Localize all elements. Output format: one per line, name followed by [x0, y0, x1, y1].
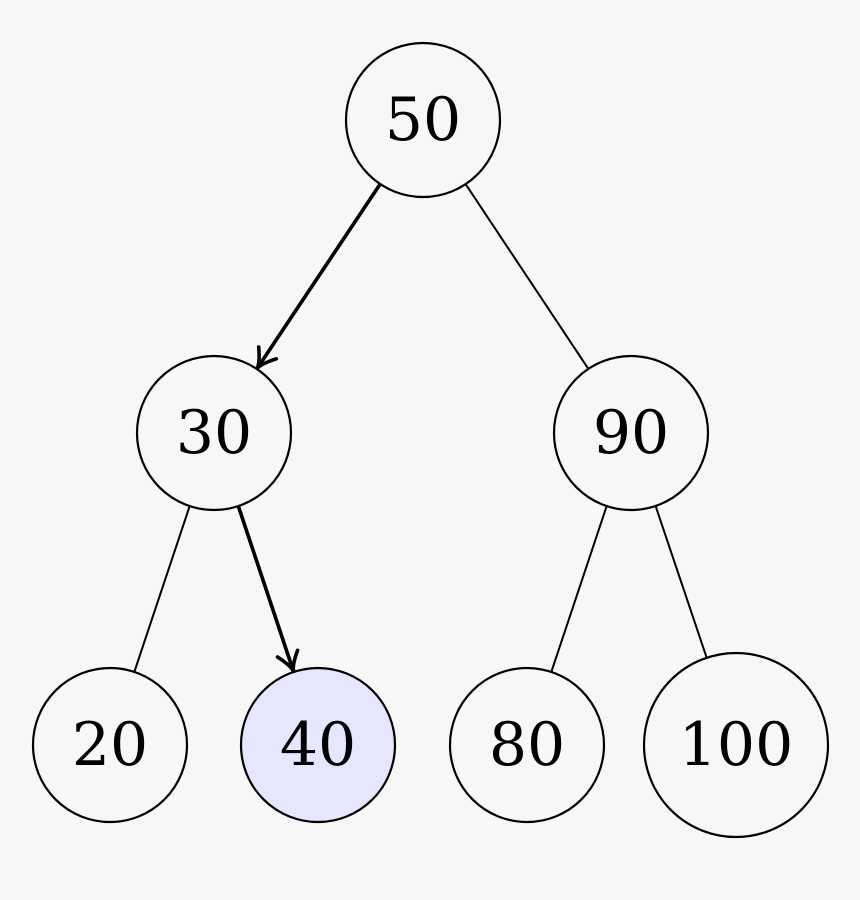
tree-node-90: 90 [552, 354, 710, 512]
node-circle-30 [135, 354, 293, 512]
node-circle-50 [344, 41, 502, 199]
edge-90-to-80 [550, 505, 608, 673]
tree-node-40: 40 [239, 666, 397, 824]
node-label-20: 20 [72, 710, 148, 780]
node-circle-80 [448, 666, 606, 824]
node-label-40: 40 [280, 710, 356, 780]
edge-50-to-90 [464, 183, 590, 370]
edge-30-to-40 [236, 505, 296, 673]
edge-50-to-30 [255, 183, 382, 370]
edge-90-to-100 [654, 505, 708, 659]
tree-node-20: 20 [31, 666, 189, 824]
node-label-90: 90 [593, 398, 669, 468]
tree-node-100: 100 [642, 651, 830, 839]
arrow-head-30 [255, 345, 279, 371]
edge-30-to-20 [133, 505, 191, 673]
node-circle-20 [31, 666, 189, 824]
tree-node-80: 80 [448, 666, 606, 824]
node-circle-90 [552, 354, 710, 512]
node-label-100: 100 [679, 710, 794, 780]
tree-node-30: 30 [135, 354, 293, 512]
tree-node-50: 50 [344, 41, 502, 199]
node-label-50: 50 [385, 85, 461, 155]
node-label-30: 30 [176, 398, 252, 468]
nodes-layer: 50 30 90 20 40 80 100 [31, 41, 830, 839]
node-label-80: 80 [489, 710, 565, 780]
node-circle-100 [642, 651, 830, 839]
node-circle-40 [239, 666, 397, 824]
